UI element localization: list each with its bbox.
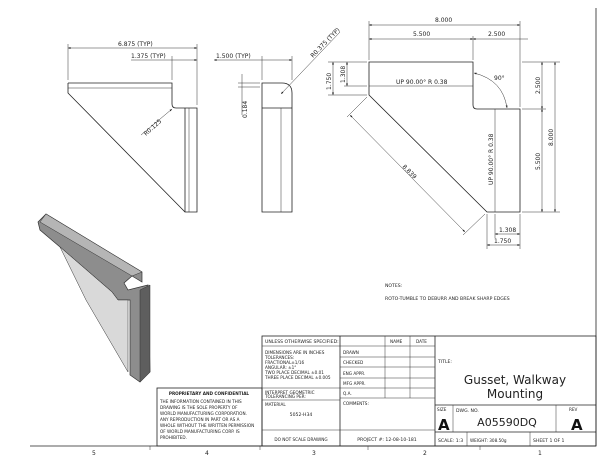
zone-label: 1 [538,450,542,457]
dwg-no-value: A05590DQ [477,416,537,429]
proprietary-title: PROPRIETARY AND CONFIDENTIAL [169,391,250,396]
proprietary-line: DRAWING IS THE SOLE PROPERTY OF [160,405,238,410]
row-checked: CHECKED [343,360,363,365]
proprietary-line: PROHIBITED. [160,435,187,440]
dim-side-width: 1.500 (TYP) [216,53,251,60]
dim-overall: 6.875 (TYP) [118,41,153,48]
dim-diagonal: 8.839 [401,163,418,180]
dim-right-overall: 8.000 [548,129,555,146]
row-comments: COMMENTS: [343,401,369,406]
isometric-view [37,213,151,383]
dim-overall-width: 8.000 [435,17,452,24]
interpret-line: INTERPRET GEOMETRIC [265,390,315,395]
proprietary-line: WORLD MANUFACTURING CORPORATION. [160,411,247,416]
dim-bottom-inner: 1.308 [499,227,516,234]
drawing-title-line1: Gusset, Walkway [464,373,566,387]
proprietary-box: PROPRIETARY AND CONFIDENTIAL THE INFORMA… [156,387,263,447]
weight: WEIGHT: 308.50g [470,438,507,443]
tolerance-line: DIMENSIONS ARE IN INCHES [265,350,325,355]
row-qa: Q.A. [343,391,352,396]
proprietary-line: THE INFORMATION CONTAINED IN THIS [159,399,242,404]
material-value: 5052-H34 [290,412,313,418]
size-label: SIZE [437,407,447,412]
name-column: NAME [390,339,403,344]
zone-label: 5 [92,450,96,457]
dim-left-inner: 1.308 [340,66,347,83]
bend-note-side: UP 90.00° R 0.38 [488,133,495,185]
tolerance-line: TWO PLACE DECIMAL ±0.01 [264,370,324,375]
side-view: 1.500 (TYP) 0.184 R0.375 (TYP) [214,27,341,213]
notes-heading: NOTES: [385,283,403,289]
zone-labels: 5 4 3 2 1 [92,446,542,457]
dim-seg-a: 5.500 [413,31,430,38]
zone-label: 3 [312,450,316,457]
dim-seg-b: 2.500 [488,31,505,38]
material-label: MATERIAL [265,402,286,407]
dim-right-bottom: 5.500 [535,153,542,170]
bend-note-top: UP 90.00° R 0.38 [396,79,448,86]
notes-line-1: ROTO-TUMBLE TO DEBURR AND BREAK SHARP ED… [385,296,510,302]
proprietary-line: WHOLE WITHOUT THE WRITTEN PERMISSION [160,423,254,428]
title-label: TITLE: [437,359,452,365]
dim-angle: 90° [494,75,505,82]
dim-thickness: 0.184 [242,101,249,118]
dim-flange: 1.375 (TYP) [131,53,166,60]
zone-label: 4 [205,450,209,457]
proprietary-line: ANY REPRODUCTION IN PART OR AS A [160,417,240,422]
tolerance-line: TOLERANCES: [264,355,294,360]
tolerance-line: FRACTIONAL±1/16 [265,360,305,365]
row-drawn: DRAWN [343,350,359,355]
scale: SCALE: 1:3 [438,438,463,444]
dwg-no-label: DWG. NO. [456,408,479,414]
tolerance-line: ANGULAR: ±1° [265,365,296,370]
dim-bottom-outer: 1.750 [494,238,511,245]
zone-label: 2 [423,450,427,457]
rev-label: REV [569,407,578,412]
title-block: UNLESS OTHERWISE SPECIFIED: NAME DATE DI… [261,335,597,447]
date-column: DATE [416,339,427,344]
row-eng-appr: ENG APPR. [343,371,365,376]
front-view: 6.875 (TYP) 1.375 (TYP) R0.125 [67,41,198,213]
proprietary-line: OF WORLD MANUFACTURING CORP. IS [160,429,240,434]
rev-value: A [571,416,583,434]
tolerance-line: THREE PLACE DECIMAL ±0.005 [264,375,331,380]
flat-pattern-view: 90° UP 90.00° R 0.38 UP 90.00° R 0.38 8.… [326,17,560,249]
unless-specified: UNLESS OTHERWISE SPECIFIED: [265,339,339,345]
dim-right-top: 2.500 [535,77,542,94]
do-not-scale: DO NOT SCALE DRAWING [274,437,327,442]
drawing-title-line2: Mounting [487,387,543,401]
interpret-line: TOLERANCING PER: [264,394,306,399]
sheet: SHEET 1 OF 1 [533,438,565,444]
project-number: PROJECT #: 12-08-10-181 [357,437,417,443]
dim-left-outer: 1.750 [326,73,333,90]
size-value: A [438,416,450,434]
dim-bend-radius: R0.375 (TYP) [309,27,341,60]
dim-relief-radius: R0.125 [143,118,164,138]
row-mfg-appr: MFG APPR. [343,381,366,386]
